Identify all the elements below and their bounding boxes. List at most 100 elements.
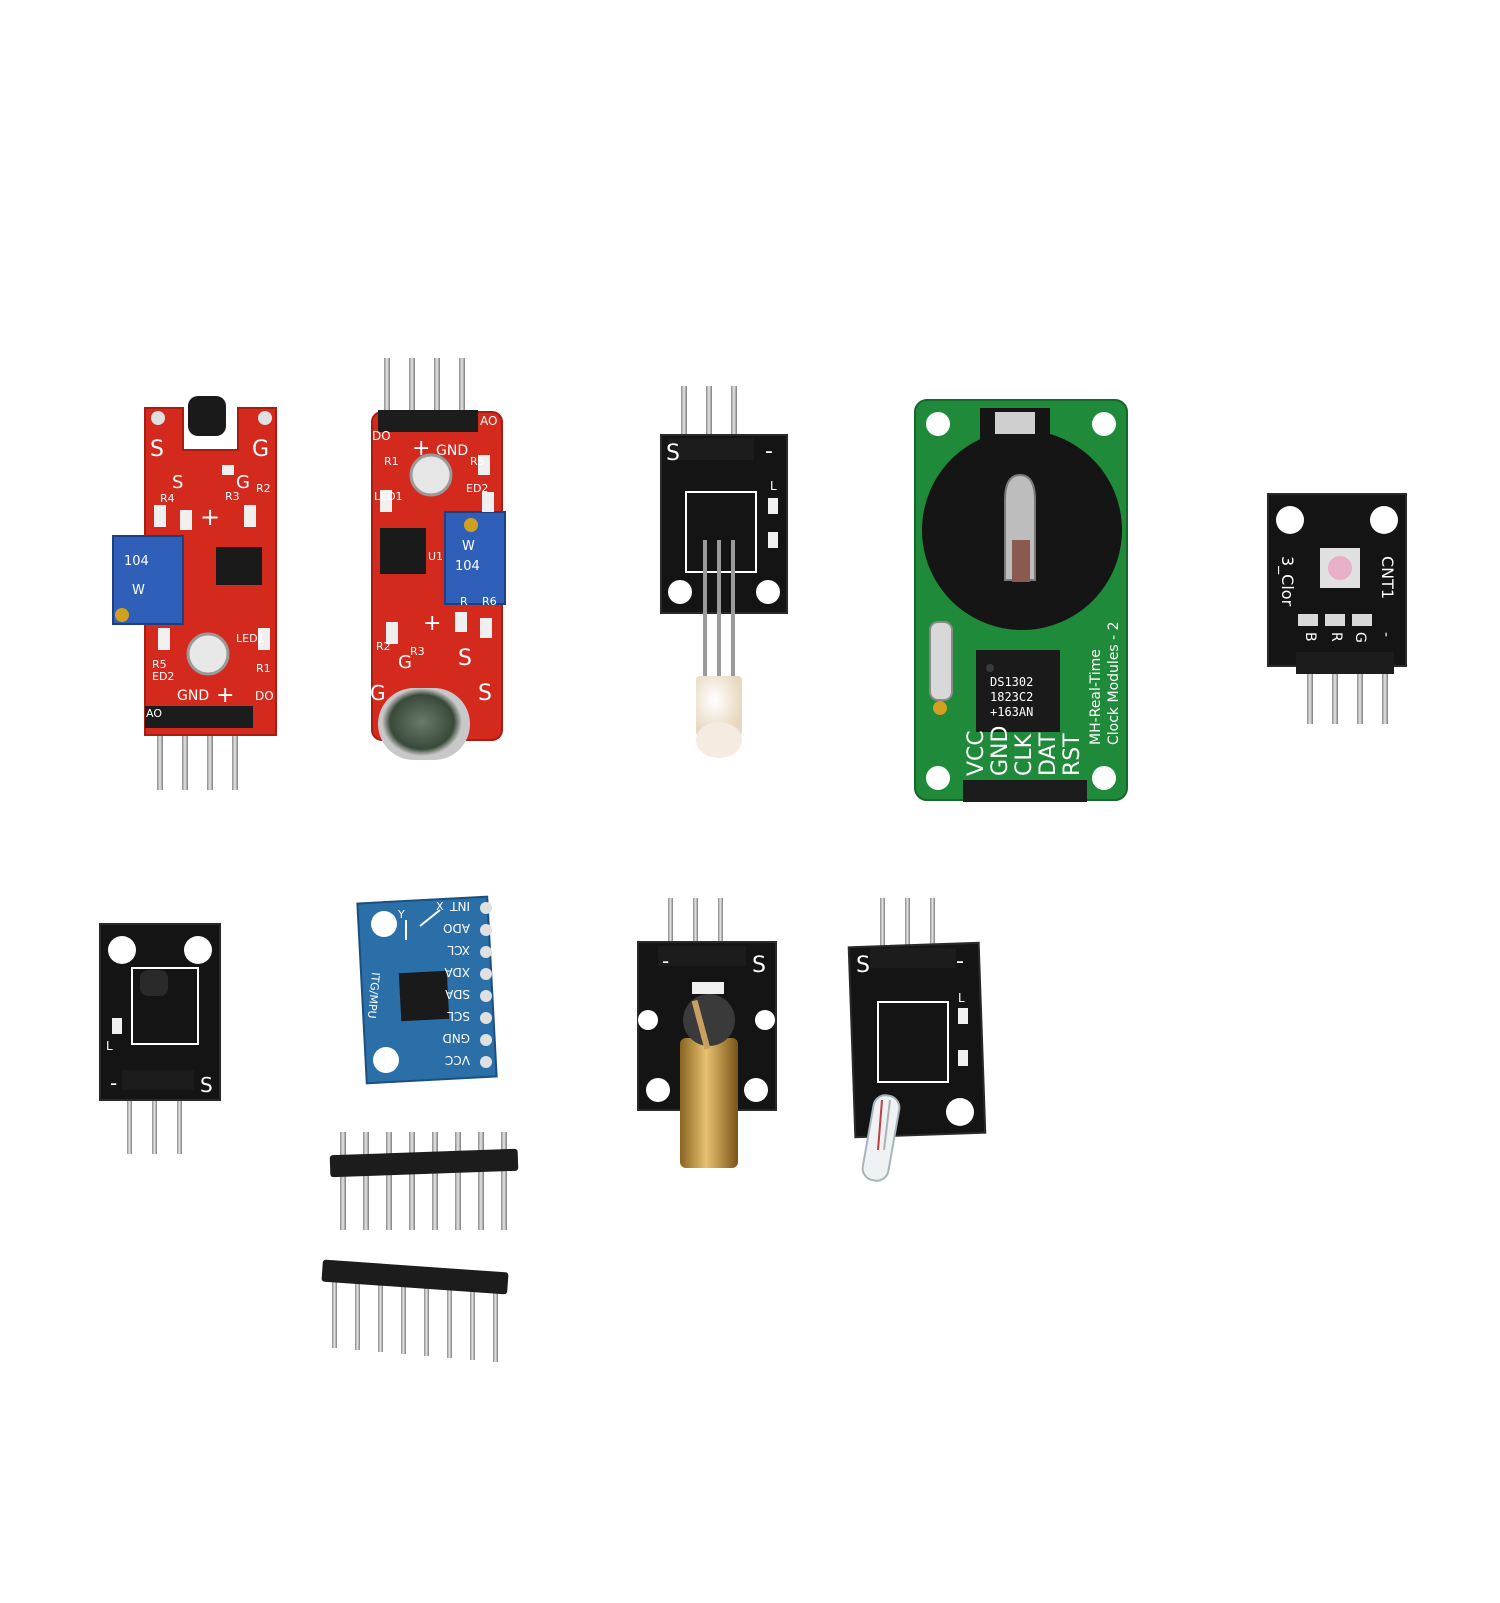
pin-label: CLK — [1012, 733, 1037, 776]
pin-label: VCC — [445, 1053, 470, 1067]
small-sensor-module: L - S — [99, 923, 221, 1154]
silk-label: G — [236, 472, 250, 493]
pin-header-strip — [321, 1259, 509, 1362]
module-title: Clock Modules - 2 — [1106, 621, 1122, 745]
silk-label: - — [956, 949, 964, 974]
silk-label: R1 — [384, 455, 399, 468]
mount-hole — [744, 1078, 768, 1102]
pin-label: GND — [988, 726, 1013, 776]
mount-hole — [151, 411, 165, 425]
pin-pads — [480, 902, 492, 1068]
pin-label: SCL — [447, 1009, 470, 1023]
mount-hole — [926, 766, 950, 790]
glass-tilt-switch-icon — [861, 1094, 901, 1182]
silk-label: R3 — [410, 645, 425, 658]
touch-sensor-module: S G S G + R3 R2 R4 ED2 R5 LED1 R1 GND + … — [112, 396, 277, 790]
silk-label: S — [478, 681, 492, 706]
silk-label: S — [200, 1073, 213, 1097]
mount-hole — [638, 1010, 658, 1030]
silk-label: - — [662, 949, 669, 973]
silk-label: AO — [146, 707, 162, 720]
mount-hole — [646, 1078, 670, 1102]
silk-label: + — [216, 683, 234, 708]
silk-label: - — [110, 1071, 117, 1095]
smd-components — [154, 465, 270, 650]
mount-hole — [373, 1047, 399, 1073]
smd-components — [380, 455, 494, 644]
axis-arrows-icon — [405, 909, 441, 940]
mount-hole — [755, 1010, 775, 1030]
pin-label: ADO — [443, 921, 470, 935]
silk-label: + — [423, 611, 441, 636]
trimmer-potentiometer-icon — [112, 535, 184, 625]
header-plastic — [668, 438, 754, 460]
silk-label: L — [106, 1039, 113, 1053]
pin-label: XDA — [444, 965, 470, 979]
tilt-switch-module: S - L — [847, 898, 987, 1182]
axis-label: Y — [397, 908, 405, 921]
silk-label: S — [666, 441, 680, 466]
silk-label: S — [458, 646, 472, 671]
header-pins — [668, 898, 723, 948]
header-pins — [127, 1084, 182, 1154]
header-plastic — [1296, 652, 1394, 674]
silk-label: DO — [372, 429, 391, 443]
led-icon — [696, 676, 742, 758]
chip-marking: DS1302 — [990, 675, 1033, 689]
silk-label: 3_Clor — [1277, 556, 1297, 607]
mount-hole — [668, 580, 692, 604]
led-icon — [1320, 548, 1360, 588]
mount-hole — [1092, 766, 1116, 790]
rgb-led-module: 3_Clor CNT1 B R G - — [1267, 493, 1407, 724]
mount-hole — [409, 453, 453, 497]
header-plastic — [963, 780, 1087, 802]
component-outline — [131, 967, 199, 1045]
smd-component — [768, 498, 778, 514]
silk-label: G — [370, 681, 386, 705]
smd-component — [768, 532, 778, 548]
silk-label: ED2 — [466, 482, 488, 495]
rtc-clock-module: DS1302 1823C2 +163AN VCC GND CLK DAT RST… — [914, 399, 1128, 802]
silk-label: - — [765, 439, 773, 464]
sound-sensor-module: AO GND + DO R1 R5 ED2 LED1 U1 W 104 R R6… — [370, 358, 506, 760]
trimmer-label: 104 — [455, 559, 480, 574]
silk-label: G — [252, 437, 269, 462]
mount-hole — [1092, 412, 1116, 436]
silk-label: R5 — [470, 455, 485, 468]
header-plastic — [870, 948, 956, 968]
header-pins — [157, 712, 238, 790]
ic-chip — [976, 650, 1060, 732]
silk-label: R5 — [152, 658, 167, 671]
crystal-oscillator — [929, 621, 953, 715]
silk-label: - — [1378, 632, 1394, 637]
silk-label: CNT1 — [1378, 556, 1397, 599]
silk-label: S — [150, 437, 164, 462]
pin-label: DAT — [1036, 732, 1061, 776]
mount-hole — [756, 580, 780, 604]
electret-microphone-icon — [378, 688, 470, 760]
ic-chip — [380, 528, 426, 574]
silk-label: + — [200, 503, 220, 531]
mount-hole — [258, 411, 272, 425]
mount-hole — [371, 911, 397, 937]
silk-label: R2 — [256, 482, 271, 495]
silk-label: R — [460, 595, 468, 608]
smd-component — [958, 1050, 968, 1066]
smd-component — [692, 982, 724, 994]
silk-label: R4 — [160, 492, 175, 505]
smd-component — [112, 1018, 122, 1034]
led-legs — [703, 540, 735, 680]
trimmer-potentiometer-icon — [444, 511, 506, 605]
pin-label: RST — [1060, 733, 1085, 776]
silk-label: B — [1302, 632, 1318, 642]
silk-label: LED1 — [374, 490, 403, 503]
silk-label: GND — [177, 688, 209, 704]
trimmer-label: W — [462, 539, 475, 554]
ic-chip — [216, 547, 262, 585]
silk-label: R2 — [376, 640, 391, 653]
trimmer-label: W — [132, 583, 145, 598]
silk-label: L — [958, 991, 965, 1005]
silk-label: R3 — [225, 490, 240, 503]
mount-hole — [1276, 506, 1304, 534]
